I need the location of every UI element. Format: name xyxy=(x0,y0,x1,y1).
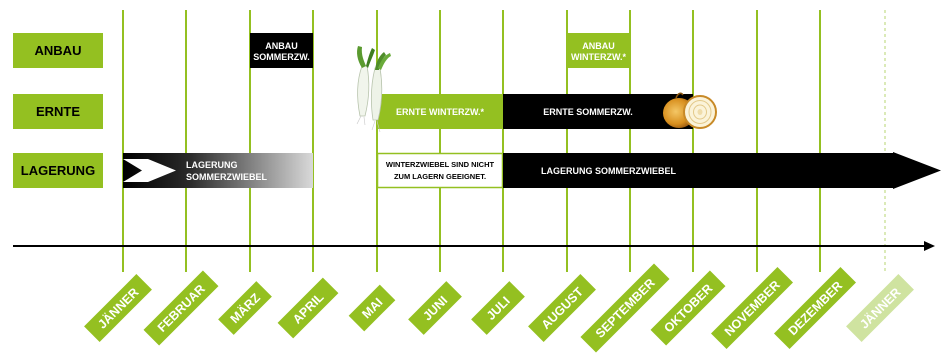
bar-lagerung-fade: LAGERUNG SOMMERZWIEBEL xyxy=(123,153,313,188)
row-label-lagerung-text: LAGERUNG xyxy=(21,163,95,178)
month-label-bg xyxy=(650,270,726,346)
month-label-text: JÄNNER xyxy=(857,285,904,332)
month-label-bg xyxy=(348,284,396,332)
bar-lagerung-sommer-text: LAGERUNG SOMMERZWIEBEL xyxy=(541,166,676,176)
month-label-text: JÄNNER xyxy=(95,285,142,332)
month-label-text: OKTOBER xyxy=(661,281,715,335)
bar-lagerung-fade-line1: LAGERUNG xyxy=(186,160,238,170)
row-label-anbau: ANBAU xyxy=(13,33,103,68)
month-label: JULI xyxy=(471,281,525,335)
arrow-chevron-icon xyxy=(123,159,176,182)
month-label: APRIL xyxy=(277,277,339,339)
row-label-anbau-text: ANBAU xyxy=(35,43,82,58)
time-axis xyxy=(13,241,935,251)
month-label-bg xyxy=(471,281,525,335)
month-label: MAI xyxy=(348,284,396,332)
month-label-bg xyxy=(710,266,794,350)
month-label-bg xyxy=(277,277,339,339)
bar-anbau-sommer-line2: SOMMERZW. xyxy=(253,52,310,62)
month-label-bg xyxy=(580,263,670,353)
row-label-ernte-text: ERNTE xyxy=(36,104,80,119)
month-label: FEBRUAR xyxy=(143,270,219,346)
onion-icon xyxy=(663,92,717,129)
spring-onion-icon xyxy=(356,46,391,133)
bar-lagerung-sommerzwiebel: LAGERUNG SOMMERZWIEBEL xyxy=(503,152,941,189)
bar-lagerung-fade-line2: SOMMERZWIEBEL xyxy=(186,172,267,182)
axis-arrowhead-icon xyxy=(924,241,935,251)
month-label-bg xyxy=(846,274,914,342)
month-label-bg xyxy=(143,270,219,346)
month-gridlines xyxy=(122,10,886,272)
row-label-lagerung: LAGERUNG xyxy=(13,153,103,188)
month-label: SEPTEMBER xyxy=(580,263,670,353)
bar-anbau-winter-line2: WINTERZW.* xyxy=(571,52,626,62)
bar-ernte-winterzwiebel: ERNTE WINTERZW.* xyxy=(377,94,503,129)
month-label-bg xyxy=(218,281,272,335)
bar-anbau-winterzwiebel: ANBAU WINTERZW.* xyxy=(567,33,630,68)
month-label: JÄNNER xyxy=(84,274,152,342)
month-label-text: DEZEMBER xyxy=(786,279,846,339)
bar-anbau-winter-line1: ANBAU xyxy=(582,41,615,51)
row-label-ernte: ERNTE xyxy=(13,94,103,129)
bar-ernte-sommerzwiebel: ERNTE SOMMERZW. xyxy=(503,94,693,129)
month-label: MÄRZ xyxy=(218,281,272,335)
month-label-text: FEBRUAR xyxy=(155,282,208,335)
note-winterzwiebel-lagerung: WINTERZWIEBEL SIND NICHT ZUM LAGERN GEEI… xyxy=(376,152,504,189)
month-label-text: AUGUST xyxy=(539,284,586,331)
month-label-text: NOVEMBER xyxy=(722,278,783,339)
month-label-bg xyxy=(408,281,462,335)
bar-anbau-sommer-line1: ANBAU xyxy=(265,41,298,51)
bar-anbau-sommerzwiebel: ANBAU SOMMERZW. xyxy=(250,33,313,68)
bar-ernte-winter-text: ERNTE WINTERZW.* xyxy=(396,107,484,117)
month-label-bg xyxy=(773,266,857,350)
month-label: JÄNNER xyxy=(846,274,914,342)
note-line1: WINTERZWIEBEL SIND NICHT xyxy=(386,160,495,169)
month-label: JUNI xyxy=(408,281,462,335)
month-label-bg xyxy=(528,274,596,342)
month-label-text: SEPTEMBER xyxy=(593,276,658,341)
bar-ernte-sommer-text: ERNTE SOMMERZW. xyxy=(543,107,633,117)
month-label-bg xyxy=(84,274,152,342)
note-line2: ZUM LAGERN GEEIGNET. xyxy=(394,172,486,181)
